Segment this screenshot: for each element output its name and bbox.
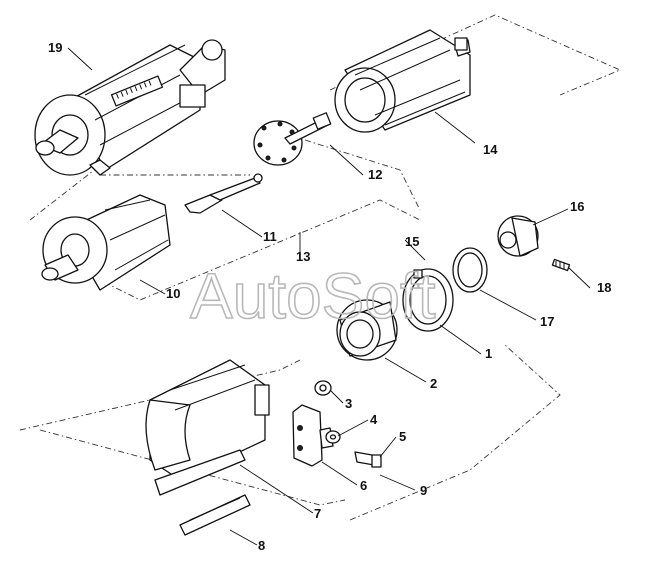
part-14-stator-housing: [334, 29, 471, 133]
part-4-washer: [325, 430, 341, 444]
part-18-screw: [551, 258, 571, 272]
part-15-retaining-ring: [402, 268, 454, 332]
part-10-pole-core: [41, 194, 171, 291]
part-8-label-plate: [179, 494, 251, 536]
part-16-clamp-collar: [497, 215, 539, 257]
callout-5: 5: [399, 429, 406, 444]
callout-1: 1: [485, 346, 492, 361]
callout-7: 7: [314, 506, 321, 521]
part-3-nut: [314, 380, 332, 396]
part-12-brush-plate: [253, 112, 332, 166]
callout-9: 9: [420, 483, 427, 498]
leader-lines: [67, 47, 591, 546]
callout-11: 11: [263, 229, 277, 244]
callout-3: 3: [345, 396, 352, 411]
callout-2: 2: [430, 376, 437, 391]
callout-12: 12: [368, 167, 382, 182]
callout-17: 17: [540, 314, 554, 329]
callout-8: 8: [258, 538, 265, 553]
callout-16: 16: [570, 199, 584, 214]
callout-18: 18: [597, 280, 611, 295]
watermark-text: AutoSoft: [190, 260, 436, 332]
callout-4: 4: [370, 412, 378, 427]
part-2-bearing: [336, 299, 398, 361]
part-17-snap-ring: [452, 247, 488, 293]
callout-19: 19: [48, 40, 62, 55]
callout-15: 15: [405, 234, 419, 249]
part-7-housing-shell: [145, 359, 270, 496]
callout-6: 6: [360, 478, 367, 493]
part-6-bracket: [292, 404, 334, 467]
part-5-bolt: [354, 451, 382, 468]
part-11-brush-spring: [184, 173, 263, 214]
callout-labels: 19 14 12 11 13 10 15 16 18 17 1 2 3 4 5 …: [48, 40, 611, 553]
callout-14: 14: [483, 142, 498, 157]
part-19-armature: [34, 39, 226, 176]
callout-13: 13: [296, 249, 310, 264]
callout-10: 10: [166, 286, 180, 301]
